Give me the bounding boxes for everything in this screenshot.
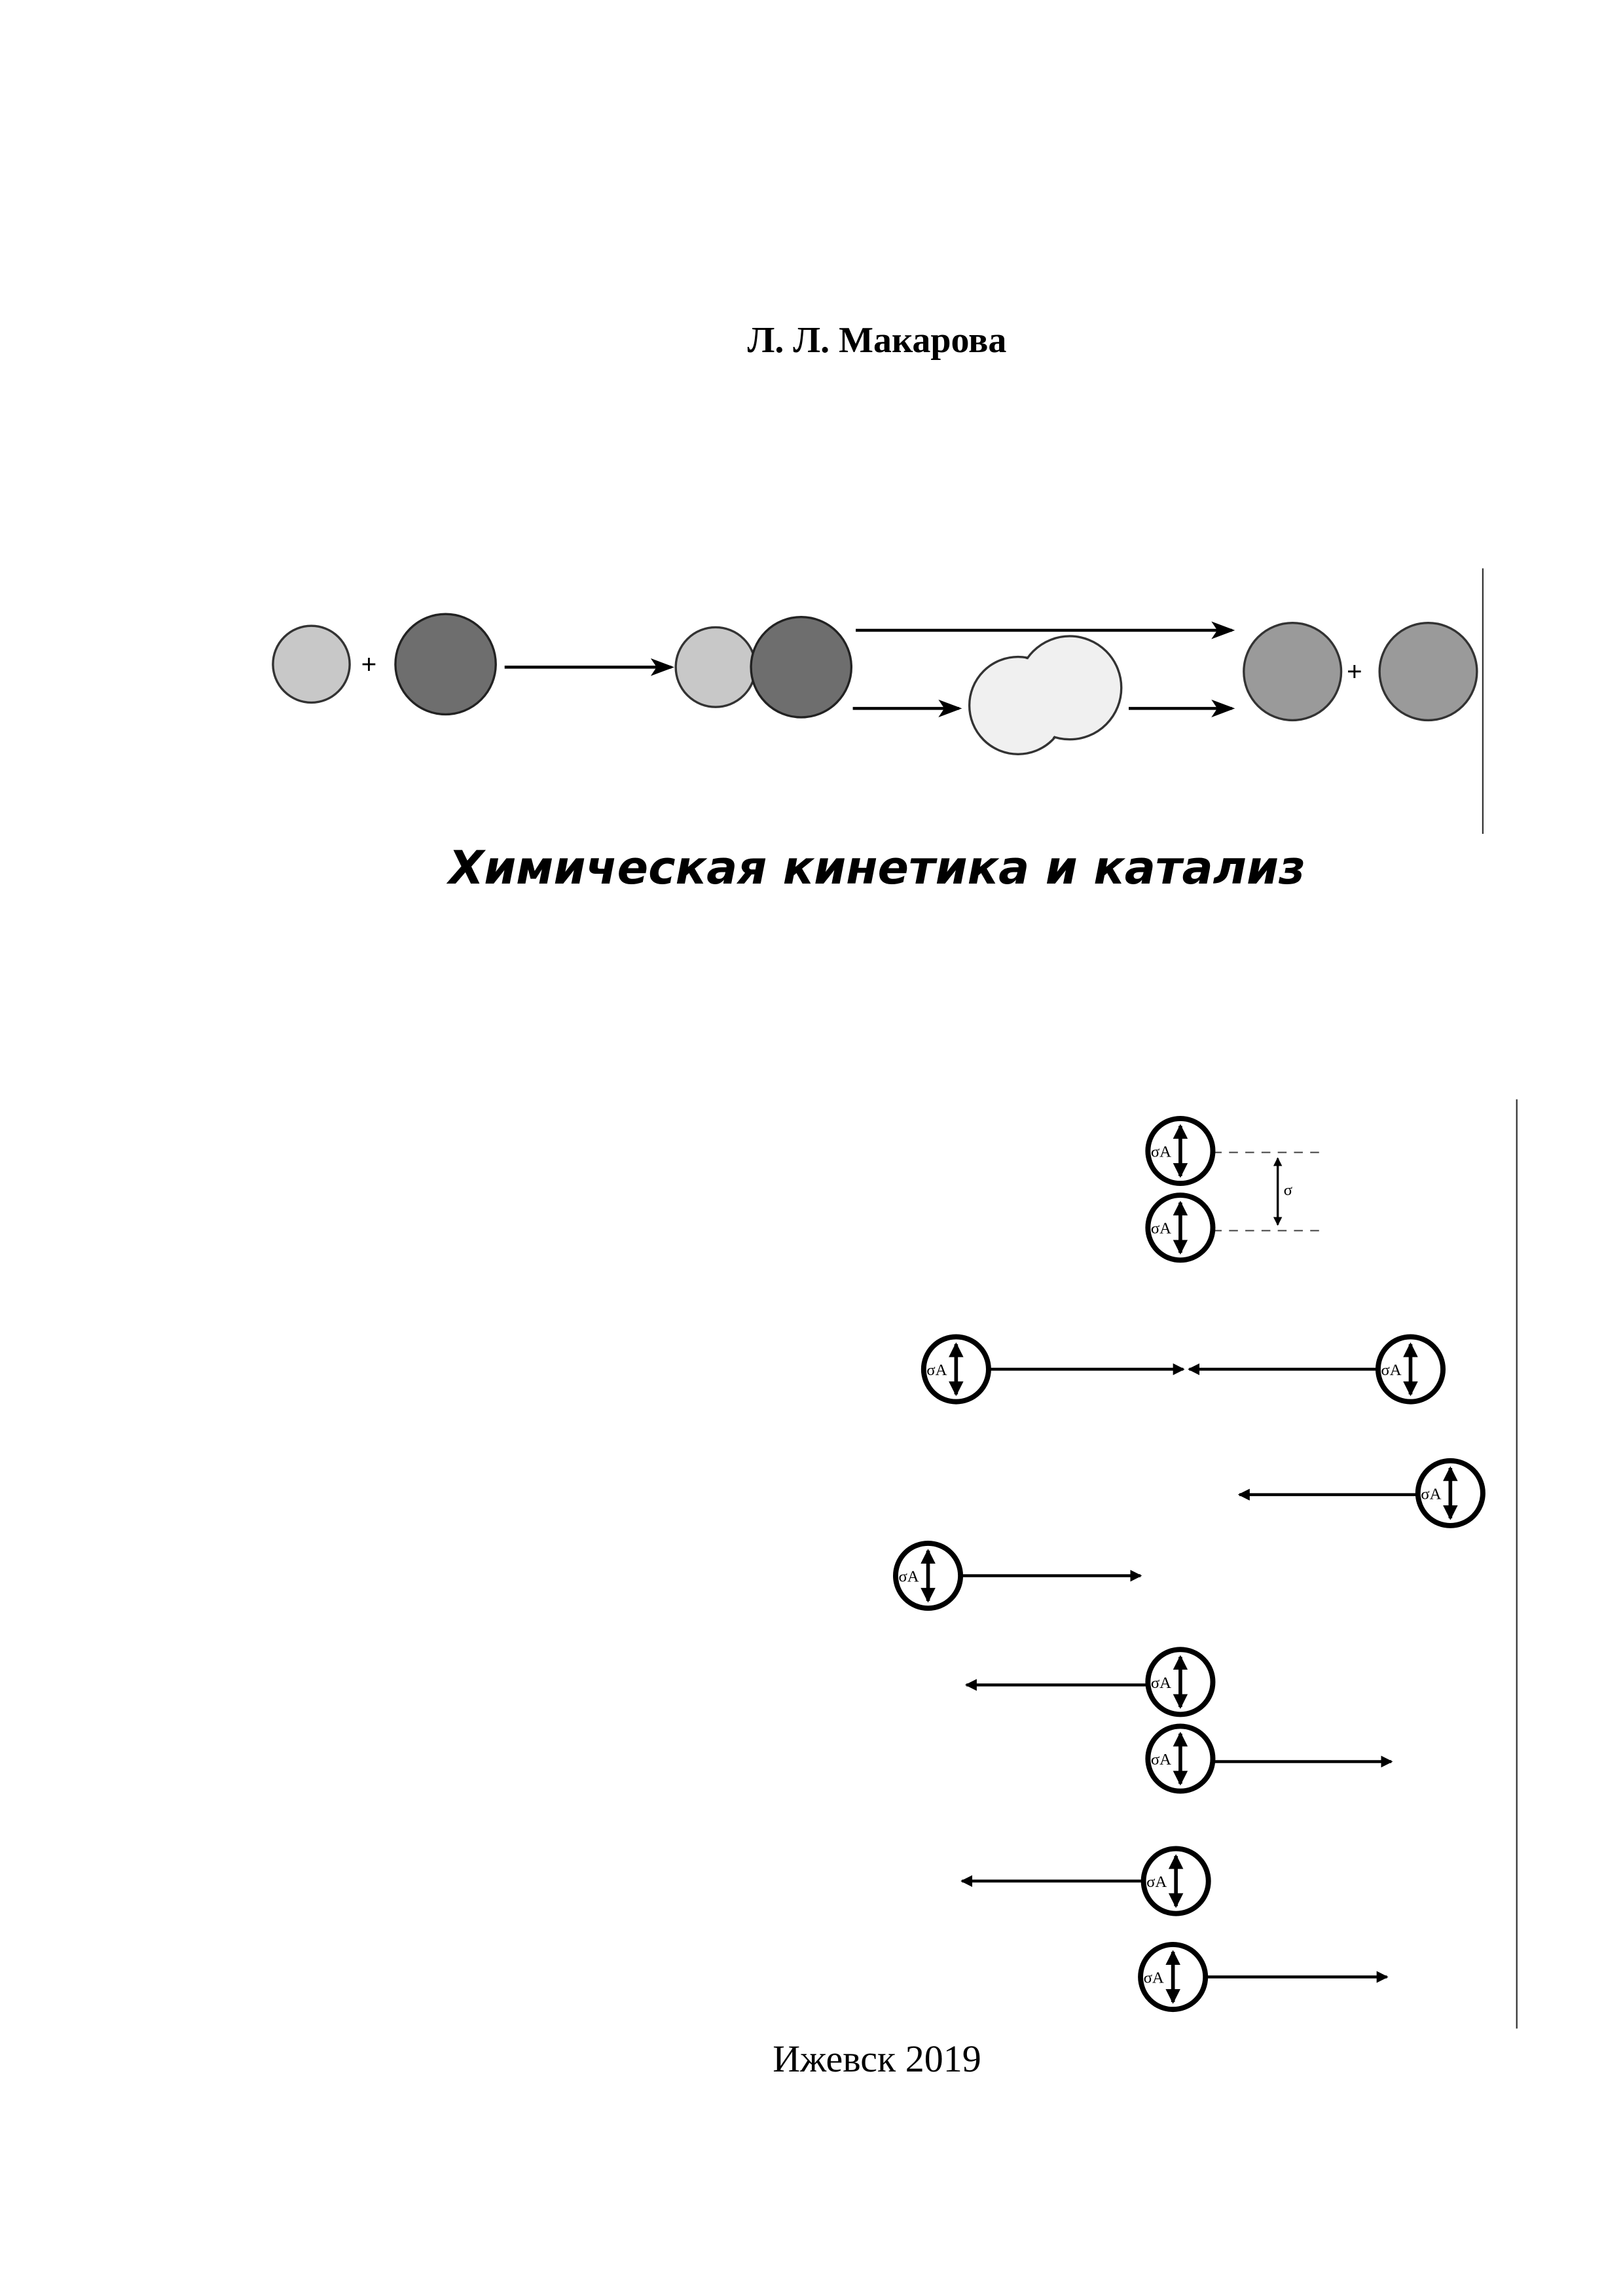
molecule: σA bbox=[1415, 1458, 1486, 1528]
molecule-label: σA bbox=[1151, 1674, 1171, 1692]
molecule: σA bbox=[1138, 1942, 1209, 2013]
molecule-label: σA bbox=[1144, 1969, 1164, 1987]
distance-label: σ bbox=[1284, 1181, 1292, 1199]
molecule-label: σA bbox=[1151, 1751, 1171, 1768]
collision-a bbox=[674, 626, 757, 708]
molecule: σA bbox=[1145, 1115, 1216, 1187]
reaction-scheme: + + bbox=[272, 568, 1484, 834]
molecule: σA bbox=[1145, 1193, 1216, 1263]
city-year: Ижевск 2019 bbox=[773, 2037, 981, 2080]
molecule-label: σA bbox=[1421, 1485, 1441, 1503]
molecule-label: σA bbox=[1381, 1361, 1401, 1379]
reactant-b bbox=[394, 613, 497, 716]
molecule: σA bbox=[1145, 1723, 1216, 1794]
molecule-label: σA bbox=[1146, 1873, 1167, 1891]
molecule: σA bbox=[1140, 1846, 1211, 1916]
molecule: σA bbox=[1145, 1647, 1216, 1717]
molecule-label: σA bbox=[926, 1361, 947, 1379]
book-title: Химическая кинетика и катализ bbox=[448, 841, 1305, 895]
plus-sign: + bbox=[361, 649, 377, 679]
collision-b bbox=[750, 616, 853, 719]
reactant-a bbox=[272, 624, 351, 704]
product-a bbox=[1243, 622, 1343, 722]
molecule: σA bbox=[921, 1334, 991, 1405]
molecule: σA bbox=[893, 1541, 964, 1611]
molecule-label: σA bbox=[1151, 1143, 1171, 1161]
molecule: σA bbox=[1375, 1334, 1446, 1405]
activated-complex bbox=[968, 635, 1123, 755]
collision-diagram: σ σA σA σA σA σA σA σA σA σA σA bbox=[893, 1099, 1518, 2029]
molecule-label: σA bbox=[1151, 1220, 1171, 1238]
molecule-label: σA bbox=[898, 1568, 919, 1586]
plus-sign: + bbox=[1347, 656, 1362, 687]
product-b bbox=[1378, 622, 1478, 722]
author-name: Л. Л. Макарова bbox=[747, 320, 1007, 361]
